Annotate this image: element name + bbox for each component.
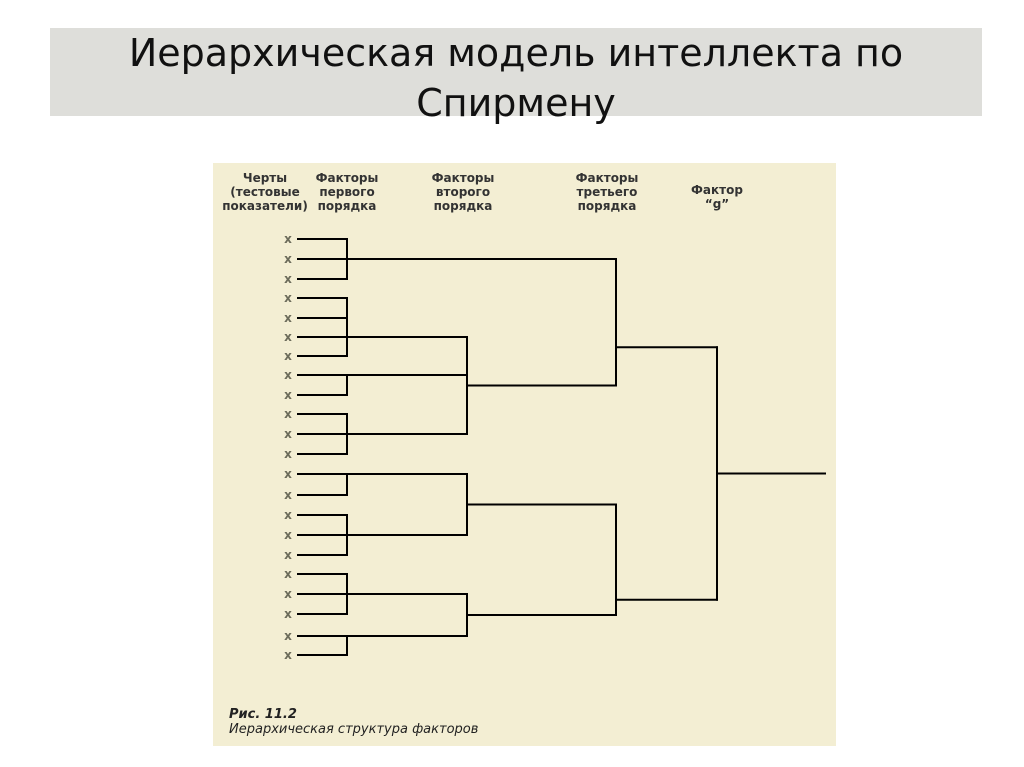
trait-marker: x xyxy=(284,311,292,325)
trait-marker: x xyxy=(284,587,292,601)
trait-marker: x xyxy=(284,349,292,363)
header-traits: Черты (тестовые показатели) xyxy=(222,171,308,213)
trait-marker: x xyxy=(284,252,292,266)
trait-marker: x xyxy=(284,232,292,246)
caption-title: Рис. 11.2 xyxy=(229,707,297,722)
slide-title: Иерархическая модель интеллекта по Спирм… xyxy=(128,31,904,125)
figure-caption: Рис. 11.2 Иерархическая структура фактор… xyxy=(229,707,478,737)
hierarchy-figure: Черты (тестовые показатели) Факторы перв… xyxy=(213,163,836,746)
trait-marker: x xyxy=(284,368,292,382)
header-first-order: Факторы первого порядка xyxy=(315,171,379,213)
trait-marker: x xyxy=(284,567,292,581)
caption-text: Иерархическая структура факторов xyxy=(229,722,479,737)
header-g-factor: Фактор “g” xyxy=(691,183,743,211)
factor-links xyxy=(297,238,826,656)
trait-marker: x xyxy=(284,467,292,481)
header-third-order: Факторы третьего порядка xyxy=(575,171,639,213)
trait-marker: x xyxy=(284,427,292,441)
title-band xyxy=(50,28,982,116)
trait-marker: x xyxy=(284,272,292,286)
trait-marker: x xyxy=(284,447,292,461)
trait-marker: x xyxy=(284,629,292,643)
trait-marker: x xyxy=(284,508,292,522)
trait-marker: x xyxy=(284,407,292,421)
trait-marker: x xyxy=(284,488,292,502)
trait-marker: x xyxy=(284,607,292,621)
trait-marker: x xyxy=(284,648,292,662)
header-second-order: Факторы второго порядка xyxy=(431,171,495,213)
trait-marker: x xyxy=(284,330,292,344)
trait-marker: x xyxy=(284,548,292,562)
trait-marker: x xyxy=(284,528,292,542)
trait-marker: x xyxy=(284,291,292,305)
trait-marker: x xyxy=(284,388,292,402)
